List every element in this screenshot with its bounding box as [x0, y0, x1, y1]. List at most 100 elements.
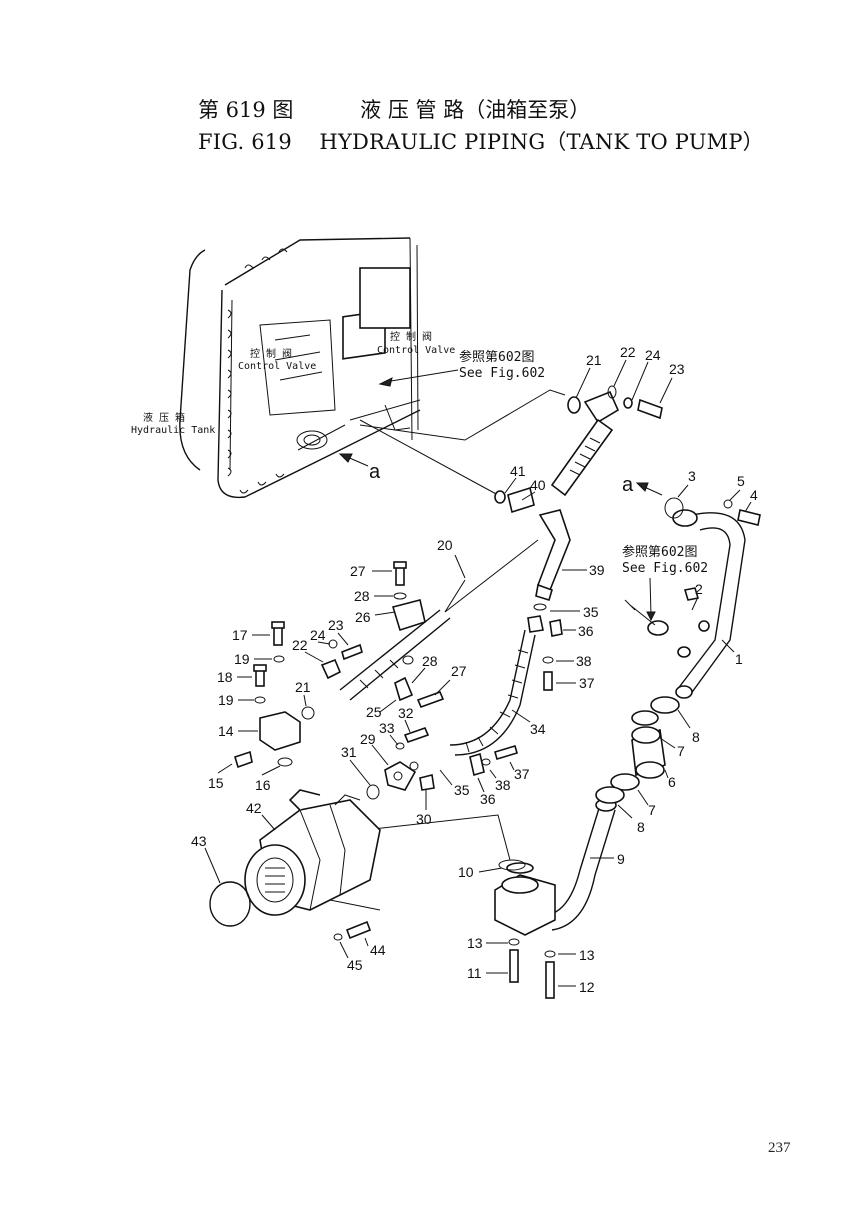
ref-a-label-2: a: [622, 474, 634, 496]
part-number-labels: 1 2 3 4 5 6 7 7 8 8 9 10 11 12: [191, 344, 758, 995]
o-ring-43: [209, 881, 251, 927]
part-label-43: 43: [191, 833, 207, 849]
elbow-10-drawing: [494, 862, 556, 936]
part-label-35a: 35: [583, 604, 599, 620]
part-label-4: 4: [750, 487, 758, 503]
arrowhead-icon: [635, 482, 649, 492]
hose-20-texture: [359, 659, 399, 689]
part-label-37a: 37: [579, 675, 595, 691]
fitting-15-drawing: [234, 750, 253, 769]
see-fig-label-en-2: See Fig.602: [622, 561, 708, 576]
part-label-38a: 38: [576, 653, 592, 669]
figure-title-chinese: 第 619 图 液 压 管 路（油箱至泵）: [198, 98, 591, 122]
page-number: 237: [768, 1140, 791, 1156]
hydraulic-tank-drawing: [179, 237, 421, 499]
clamps-and-sleeve: [595, 696, 680, 804]
part-label-19a: 19: [234, 651, 250, 667]
part-label-7b: 7: [648, 802, 656, 818]
part-label-41: 41: [510, 463, 526, 479]
part-label-27a: 27: [350, 563, 366, 579]
part-label-6: 6: [668, 774, 676, 790]
part-label-13b: 13: [579, 947, 595, 963]
see-fig-leader-1: [384, 369, 459, 383]
part-label-44: 44: [370, 942, 386, 958]
part-label-8b: 8: [637, 819, 645, 835]
part-label-33: 33: [379, 720, 395, 736]
part-label-36a: 36: [578, 623, 594, 639]
part-label-22b: 22: [292, 637, 308, 653]
hose-34-texture: [465, 649, 529, 753]
part-label-37b: 37: [514, 766, 530, 782]
part-label-36b: 36: [480, 791, 496, 807]
part-label-3: 3: [688, 468, 696, 484]
see-fig-label-en-1: See Fig.602: [459, 366, 545, 381]
hose-20-leader: [444, 579, 466, 613]
part-label-16: 16: [255, 777, 271, 793]
part-label-26: 26: [355, 609, 371, 625]
part-label-14: 14: [218, 723, 234, 739]
part-label-40: 40: [530, 477, 546, 493]
see-fig-label-cn-2: 参照第602图: [622, 544, 697, 560]
part-label-10: 10: [458, 864, 474, 880]
part-label-38b: 38: [495, 777, 511, 793]
part-label-12: 12: [579, 979, 595, 995]
pipe-1-drawing: [672, 509, 746, 699]
part-label-17: 17: [232, 627, 248, 643]
control-valve-label-en-1: Control Valve: [238, 361, 316, 372]
control-valve-label-cn-2: 控 制 阀: [390, 330, 432, 343]
figure-title-english: FIG. 619 HYDRAULIC PIPING（TANK TO PUMP）: [198, 130, 764, 154]
hose-fittings-upper: [494, 390, 663, 602]
part-label-28a: 28: [354, 588, 370, 604]
part-label-25: 25: [366, 704, 382, 720]
part-label-35b: 35: [454, 782, 470, 798]
part-label-21a: 21: [586, 352, 602, 368]
hydraulic-tank-label-cn: 液 压 箱: [143, 411, 185, 424]
part-label-23a: 23: [669, 361, 685, 377]
arrowhead-icon: [378, 377, 393, 387]
o-ring-16: [277, 757, 293, 767]
part-label-8a: 8: [692, 729, 700, 745]
part-label-34: 34: [530, 721, 546, 737]
part-label-13a: 13: [467, 935, 483, 951]
part-label-39: 39: [589, 562, 605, 578]
part-label-31: 31: [341, 744, 357, 760]
hydraulic-pump-drawing: [244, 789, 381, 916]
arrowhead-icon: [646, 611, 656, 622]
part-label-20: 20: [437, 537, 453, 553]
part-label-18: 18: [217, 669, 233, 685]
part-label-42: 42: [246, 800, 262, 816]
hose-34-line-a: [449, 629, 526, 746]
part-label-32: 32: [398, 705, 414, 721]
part-label-24b: 24: [310, 627, 326, 643]
part-label-29: 29: [360, 731, 376, 747]
control-valve-label-cn-1: 控 制 阀: [250, 347, 292, 360]
part-label-30: 30: [416, 811, 432, 827]
part-label-45: 45: [347, 957, 363, 973]
part-label-21b: 21: [295, 679, 311, 695]
part-label-28b: 28: [422, 653, 438, 669]
part-label-23b: 23: [328, 617, 344, 633]
hydraulic-tank-label-en: Hydraulic Tank: [131, 425, 215, 436]
fasteners-small: [253, 385, 761, 999]
see-fig-label-cn-1: 参照第602图: [459, 349, 534, 365]
part-label-5: 5: [737, 473, 745, 489]
part-label-15: 15: [208, 775, 224, 791]
see-fig-leader-2: [649, 577, 652, 616]
arrowhead-icon: [338, 453, 353, 463]
control-valve-label-en-2: Control Valve: [377, 345, 455, 356]
part-label-7a: 7: [677, 743, 685, 759]
part-label-1: 1: [735, 651, 743, 667]
part-label-19b: 19: [218, 692, 234, 708]
part-label-24a: 24: [645, 347, 661, 363]
hose-9-line-b: [551, 809, 616, 931]
ref-a-label-1: a: [369, 461, 381, 483]
part-label-22a: 22: [620, 344, 636, 360]
block-14-drawing: [259, 711, 301, 751]
part-label-9: 9: [617, 851, 625, 867]
part-label-11: 11: [467, 965, 482, 981]
part-label-27b: 27: [451, 663, 467, 679]
hose-34-line-b: [454, 634, 536, 756]
part-label-2: 2: [695, 581, 703, 597]
